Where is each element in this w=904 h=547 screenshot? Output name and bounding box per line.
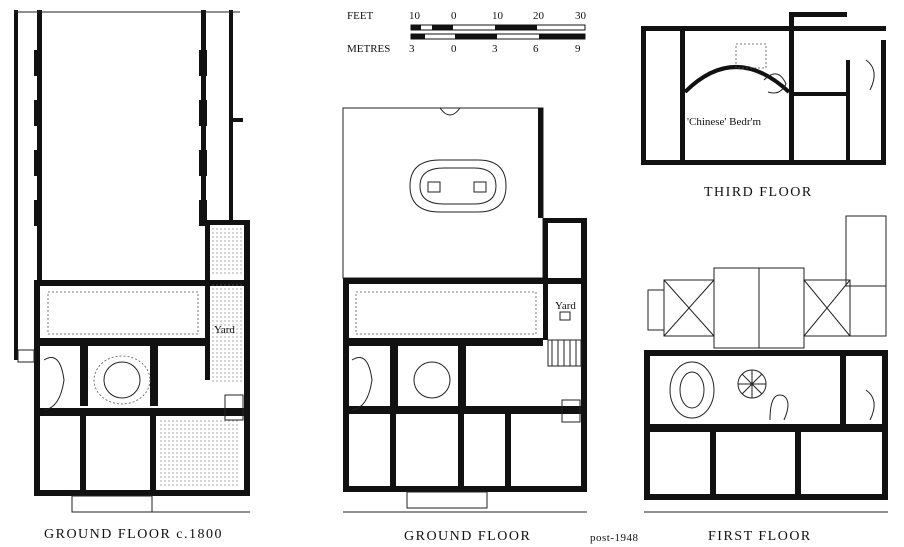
plan-first-floor — [644, 215, 888, 513]
metre-tick-0: 3 — [409, 43, 415, 55]
metre-tick-3: 6 — [533, 43, 539, 55]
plan-ground-floor-post-1948: Yard — [342, 107, 587, 513]
metre-tick-1: 0 — [451, 43, 457, 55]
feet-tick-4: 30 — [575, 10, 587, 22]
chinese-bedroom-label: 'Chinese' Bedr'm — [687, 116, 762, 128]
feet-tick-3: 20 — [533, 10, 545, 22]
scale-metres-label: METRES — [347, 43, 390, 55]
caption-ground-floor-1800: GROUND FLOOR c.1800 — [44, 527, 223, 542]
post-1948-note: post-1948 — [590, 532, 639, 544]
feet-tick-2: 10 — [492, 10, 504, 22]
yard-label-1: Yard — [214, 324, 235, 336]
caption-ground-floor: GROUND FLOOR — [404, 529, 532, 544]
plan-third-floor: 'Chinese' Bedr'm — [641, 12, 886, 165]
feet-tick-0: 10 — [409, 10, 421, 22]
caption-first-floor: FIRST FLOOR — [708, 529, 812, 544]
metre-tick-4: 9 — [575, 43, 581, 55]
feet-tick-1: 0 — [451, 10, 457, 22]
yard-label-2: Yard — [555, 300, 576, 312]
caption-third-floor: THIRD FLOOR — [704, 185, 813, 200]
metre-tick-2: 3 — [492, 43, 498, 55]
scale-feet-label: FEET — [347, 10, 374, 22]
plan-ground-floor-1800: Yard — [14, 10, 250, 513]
scale-bar: FEET METRES 10 0 10 20 30 3 0 3 6 9 — [347, 10, 587, 55]
